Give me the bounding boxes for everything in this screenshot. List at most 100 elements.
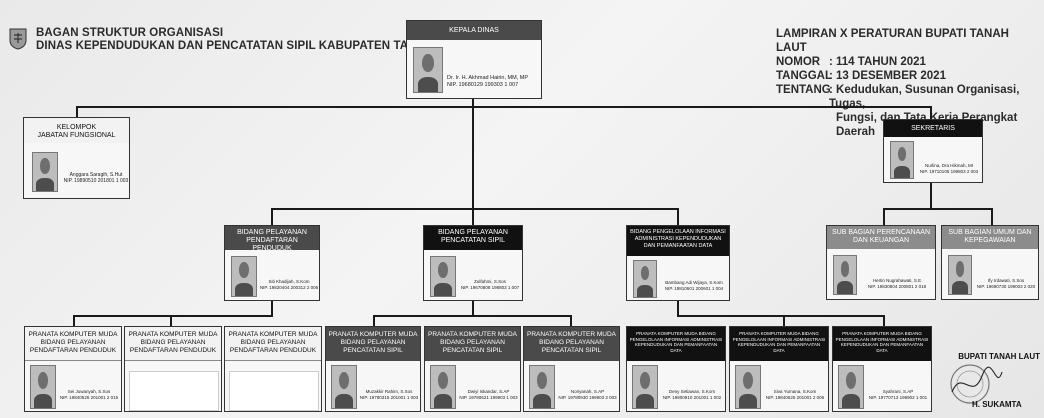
pranata-title-3: PRANATA KOMPUTER MUDA BIDANG PELAYANAN P… (225, 327, 321, 361)
nomor-label: NOMOR (776, 56, 821, 68)
pranata-nip-8: NIP. 19840625 201001 2 006 (765, 394, 825, 400)
pranata-title-2: PRANATA KOMPUTER MUDA BIDANG PELAYANAN P… (125, 327, 221, 361)
subbag-umum-box: SUB BAGIAN UMUM DAN KEPEGAWAIAN Ify Irda… (941, 225, 1039, 300)
sekretaris-photo (890, 141, 914, 179)
bidang-pendaftaran-box: BIDANG PELAYANAN PENDAFTARAN PENDUDUK Si… (224, 225, 320, 301)
pranata-photo-9 (838, 365, 864, 409)
pranata-nameplate-2 (129, 371, 219, 411)
signature-title: BUPATI TANAH LAUT (958, 352, 1040, 361)
connector-pranata8-down (783, 315, 785, 327)
connector-fungsional-down (76, 106, 78, 118)
connector-sekretaris-sub (930, 182, 932, 209)
subbag-perencanaan-nameplate: Hertin Nugrahawati, S.E NIP. 19830804 20… (859, 278, 935, 289)
pranata-nameplate-7: Deny Setiawan, S.Kom NIP. 19800910 20100… (659, 389, 725, 400)
pranata-name-8: Siva Yumana, S.Kom (773, 389, 817, 394)
pranata-nip-1: NIP. 19840526 201001 2 015 (59, 394, 119, 400)
jabatan-fungsional-nameplate: Anggara Saragih, S.Hut NIP. 19890510 201… (62, 172, 129, 184)
pranata-name-1: Sei Juwanyah, S.Sos (67, 389, 111, 394)
page-title: BAGAN STRUKTUR ORGANISASI DINAS KEPENDUD… (36, 27, 468, 53)
bidang-pendaftaran-nip: NIP. 19820404 200312 2 006 (259, 284, 319, 290)
pranata-title-1: PRANATA KOMPUTER MUDA BIDANG PELAYANAN P… (25, 327, 121, 361)
pranata-nip-5: NIP. 19780621 199903 1 003 (459, 394, 518, 400)
jabatan-fungsional-title-2: JABATAN FUNGSIONAL (37, 132, 116, 139)
pranata-title-8: PRANATA KOMPUTER MUDA BIDANG PENGELOLAAN… (730, 327, 828, 361)
kepala-dinas-photo (413, 47, 443, 93)
connector-subbag-horizontal (883, 208, 992, 210)
connector-kepala-down (472, 98, 474, 226)
pranata-box-1: PRANATA KOMPUTER MUDA BIDANG PELAYANAN P… (24, 326, 122, 412)
pranata-nip-7: NIP. 19800910 201001 1 002 (662, 394, 722, 400)
subbag-umum-photo (948, 255, 972, 295)
bidang-pencatatan-box: BIDANG PELAYANAN PENCATATAN SIPIL Zulfah… (423, 225, 523, 301)
pranata-title-5: PRANATA KOMPUTER MUDA BIDANG PELAYANAN P… (425, 327, 520, 361)
pranata-photo-8 (735, 365, 761, 409)
pranata-name-5: Dwiyi Iskandar, S.AP (467, 389, 510, 394)
title-line-1: BAGAN STRUKTUR ORGANISASI (36, 27, 224, 39)
pranata-photo-1 (30, 365, 56, 409)
connector-bidang3-sub-horizontal (677, 315, 885, 317)
connector-bidang3-down (677, 208, 679, 226)
pranata-nameplate-3 (229, 371, 319, 411)
connector-bidang1-sub-horizontal (73, 315, 273, 317)
jabatan-fungsional-box: KELOMPOK JABATAN FUNGSIONAL Anggara Sara… (23, 117, 130, 199)
bidang-pencatatan-nip: NIP. 19670808 198803 1 007 (460, 284, 520, 290)
logo-icon (9, 28, 27, 50)
pranata-title-7: PRANATA KOMPUTER MUDA BIDANG PENGELOLAAN… (627, 327, 725, 361)
bidang-pendaftaran-photo (231, 256, 257, 297)
connector-pranata9-down (883, 315, 885, 327)
kepala-dinas-box: KEPALA DINAS Dr. Ir. H. Akhmad Hairin, M… (406, 20, 542, 99)
connector-bidang1-sub (271, 300, 273, 316)
pranata-nip-4: NIP. 19780315 201001 1 003 (359, 394, 419, 400)
bidang-pendaftaran-name: Siti Khadijah, S.Kom (268, 279, 310, 284)
bidang-informasi-nip: NIP. 19810601 200601 1 004 (664, 285, 724, 291)
jabatan-fungsional-title: KELOMPOK JABATAN FUNGSIONAL (24, 118, 129, 143)
pranata-nameplate-1: Sei Juwanyah, S.Sos NIP. 19840526 201001… (57, 389, 121, 400)
kepala-dinas-nameplate: Dr. Ir. H. Akhmad Hairin, MM, MP NIP. 19… (447, 75, 541, 89)
subbag-perencanaan-title: SUB BAGIAN PERENCANAAN DAN KEUANGAN (827, 226, 935, 249)
pranata-nip-6: NIP. 19780930 199903 2 003 (558, 394, 617, 400)
kepala-dinas-nip: NIP. 19680129 199303 1 007 (447, 82, 519, 88)
connector-subbag2-down (991, 208, 993, 226)
bidang-pencatatan-nameplate: Zulfahmi, S.Sos NIP. 19670808 198803 1 0… (458, 279, 522, 290)
subbag-umum-name: Ify Irdawati, S.Sos (987, 278, 1025, 283)
pranata-photo-7 (632, 365, 658, 409)
pranata-box-6: PRANATA KOMPUTER MUDA BIDANG PELAYANAN P… (523, 326, 620, 412)
pranata-nameplate-8: Siva Yumana, S.Kom NIP. 19840625 201001 … (762, 389, 828, 400)
subbag-perencanaan-photo (833, 255, 857, 295)
bidang-informasi-name: Bambang Adi Wijaya, S.Kom (665, 280, 723, 285)
connector-sekretaris-down (930, 106, 932, 120)
connector-pranata2-down (170, 315, 172, 327)
sekretaris-name: Nurlina, Dra Hikmah, MI (924, 163, 973, 168)
pranata-name-9: Syahrani, S.AP (882, 389, 914, 394)
pranata-box-5: PRANATA KOMPUTER MUDA BIDANG PELAYANAN P… (424, 326, 521, 412)
bidang-pencatatan-photo (430, 256, 456, 297)
bidang-pencatatan-name: Zulfahmi, S.Sos (474, 279, 506, 284)
pranata-title-4: PRANATA KOMPUTER MUDA BIDANG PELAYANAN P… (326, 327, 420, 361)
bidang-pendaftaran-nameplate: Siti Khadijah, S.Kom NIP. 19820404 20031… (259, 279, 319, 290)
jabatan-fungsional-name: Anggara Saragih, S.Hut (69, 172, 123, 178)
connector-bidang2-sub-horizontal (373, 315, 572, 317)
connector-bidang1-down (271, 208, 273, 226)
tanggal-label: TANGGAL (776, 70, 833, 82)
pranata-nameplate-4: Muzakkir Rahim, S.Sos NIP. 19780315 2010… (358, 389, 420, 400)
pranata-photo-6 (529, 365, 555, 409)
subbag-umum-nip: NIP. 19690730 199003 2 020 (976, 283, 1036, 289)
sekretaris-title: SEKRETARIS (884, 120, 982, 137)
pranata-name-6: Noriyanah, S.AP (570, 389, 605, 394)
pranata-photo-5 (430, 365, 456, 409)
pranata-title-9: PRANATA KOMPUTER MUDA BIDANG PENGELOLAAN… (833, 327, 931, 361)
signature-name: H. SUKAMTA (972, 400, 1022, 409)
connector-bidang-horizontal (271, 208, 678, 210)
subbag-perencanaan-box: SUB BAGIAN PERENCANAAN DAN KEUANGAN Hert… (826, 225, 936, 300)
pranata-nip-9: NIP. 19770713 199902 1 001 (868, 394, 928, 400)
pranata-photo-4 (331, 365, 357, 409)
pranata-nameplate-6: Noriyanah, S.AP NIP. 19780930 199903 2 0… (556, 389, 619, 400)
jabatan-fungsional-title-1: KELOMPOK (56, 124, 97, 131)
pranata-box-4: PRANATA KOMPUTER MUDA BIDANG PELAYANAN P… (325, 326, 421, 412)
bidang-informasi-photo (633, 260, 657, 298)
connector-bidang2-sub (472, 300, 474, 316)
signature-block: BUPATI TANAH LAUT H. SUKAMTA (942, 352, 1040, 414)
pranata-box-8: PRANATA KOMPUTER MUDA BIDANG PENGELOLAAN… (729, 326, 829, 412)
connector-subbag1-down (883, 208, 885, 226)
sekretaris-nameplate: Nurlina, Dra Hikmah, MI NIP. 19710105 19… (916, 163, 982, 174)
